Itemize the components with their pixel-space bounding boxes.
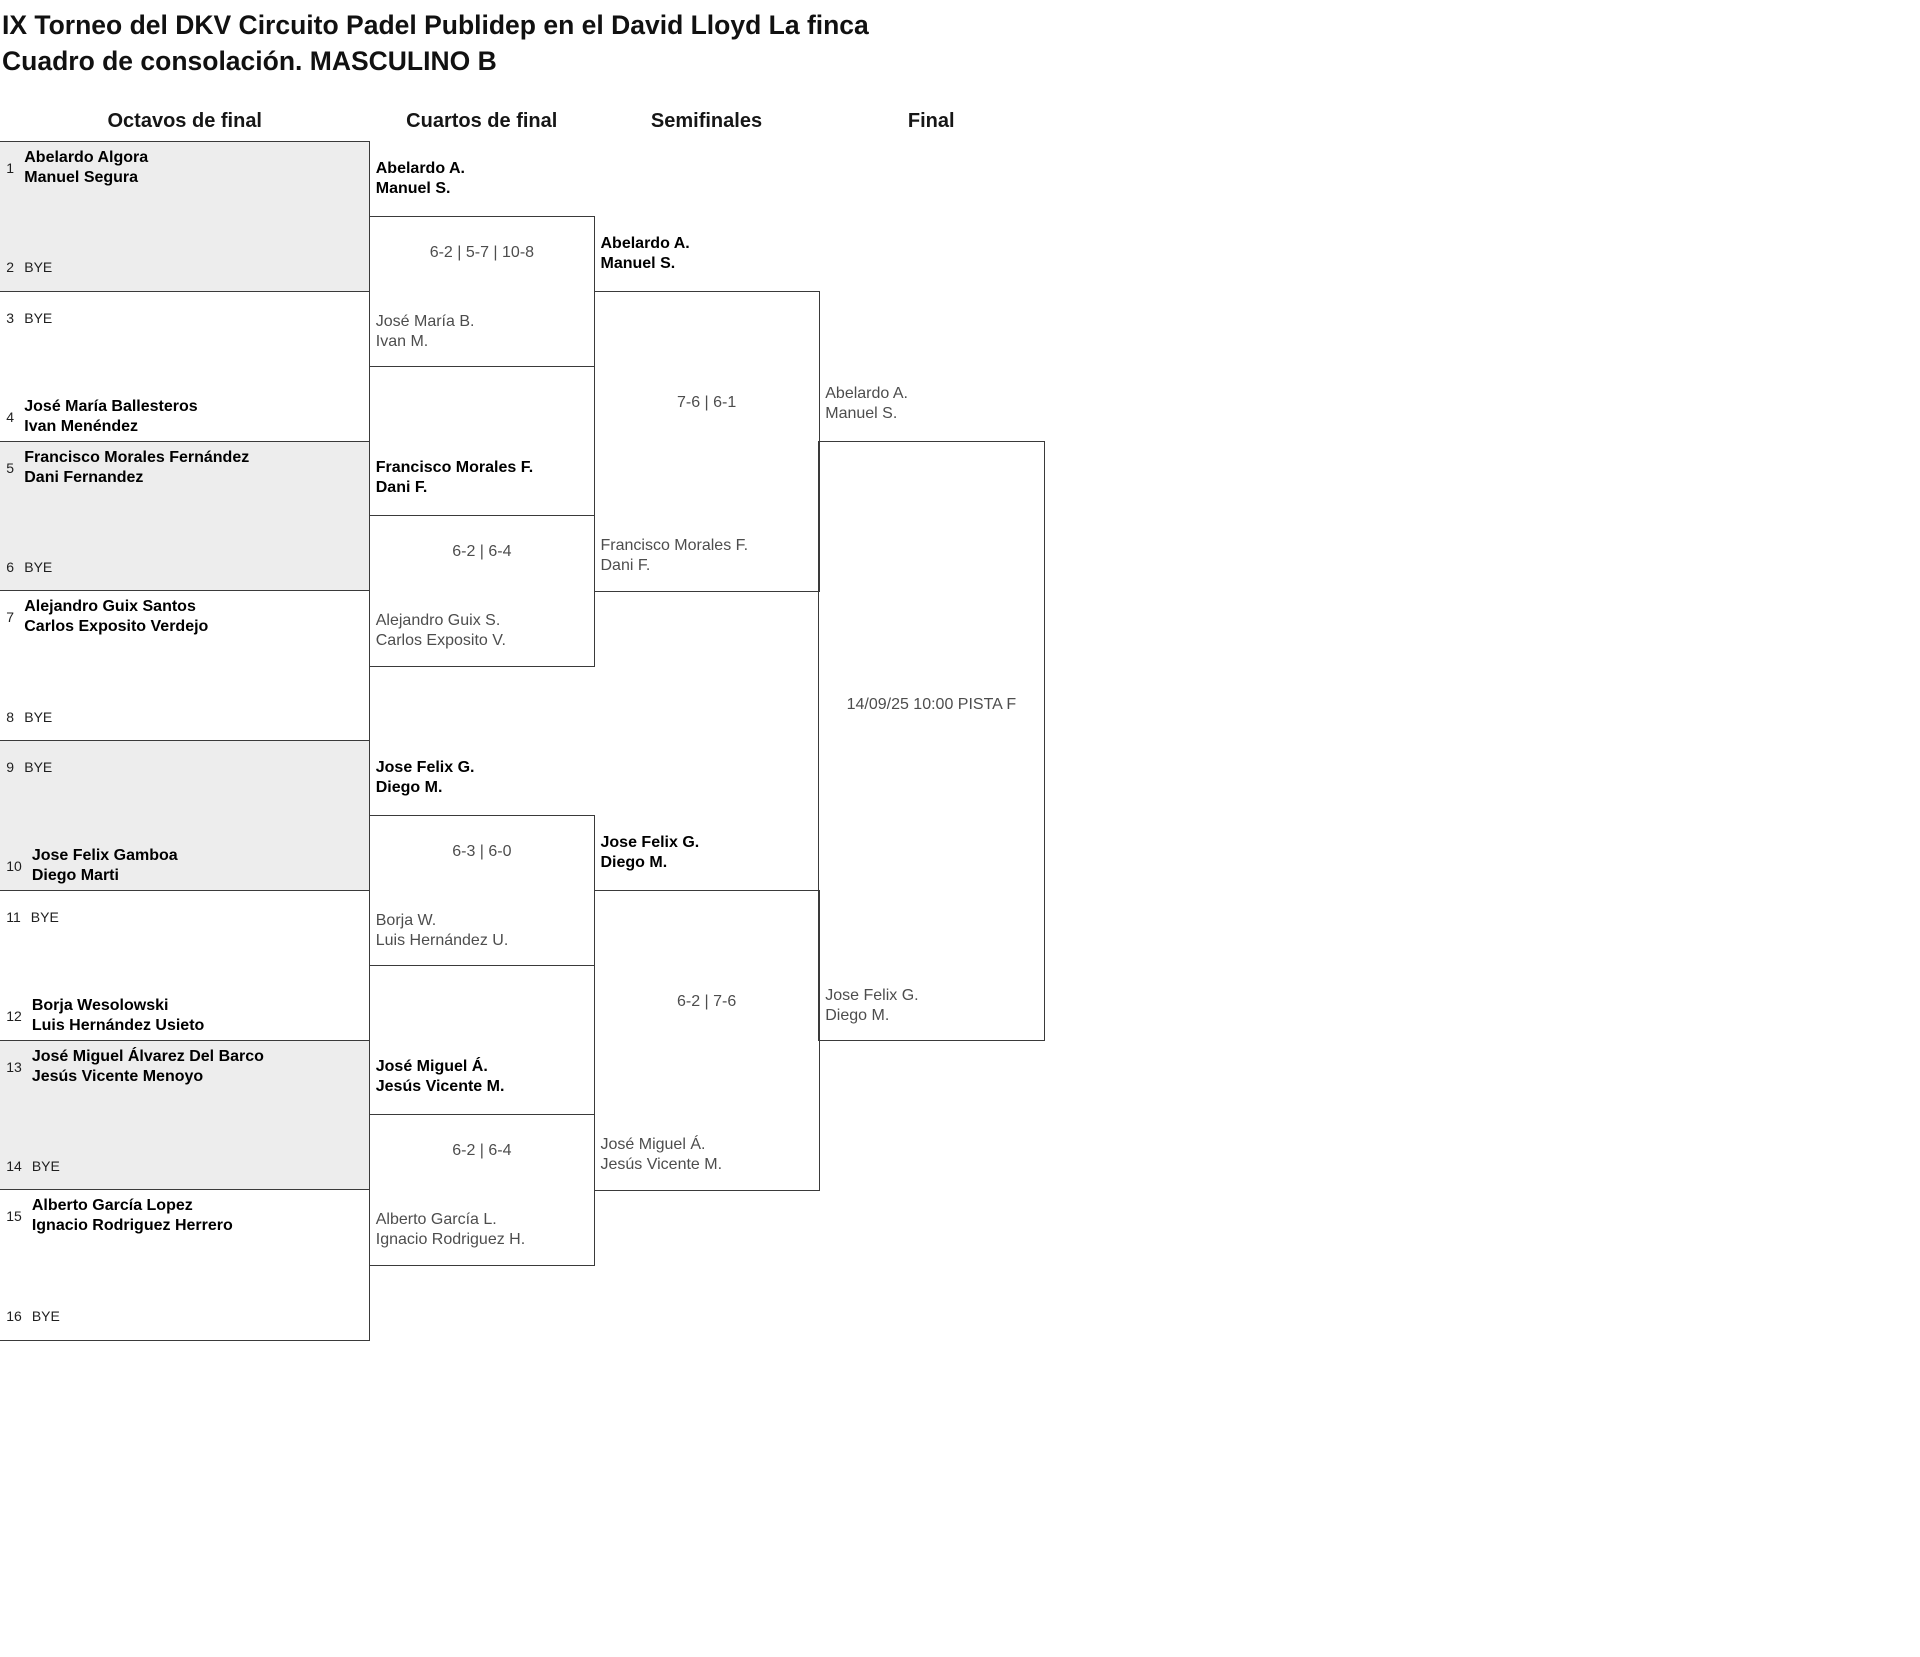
octavos-match-1: 1 Abelardo Algora Manuel Segura 2 BYE [0, 141, 371, 293]
octavos-match-3: 5 Francisco Morales Fernández Dani Ferna… [0, 440, 371, 592]
seed-number-9: 9 [6, 759, 15, 775]
team-name: Jose Felix G. Diego M. [825, 986, 919, 1024]
bracket-slot-7: 7 Alejandro Guix Santos Carlos Exposito … [0, 597, 369, 637]
round-header-final: Final [907, 110, 955, 132]
team-name-4: José María Ballesteros Ivan Menéndez [24, 398, 198, 435]
team-name-10: Jose Felix Gamboa Diego Marti [31, 847, 178, 885]
seed-number-16: 16 [6, 1307, 22, 1324]
team-name: Jose Felix G. Diego M. [600, 833, 700, 871]
bye-label-6: BYE [24, 558, 53, 575]
octavos-match-5: 9 BYE 10 Jose Felix Gamboa Diego Marti [0, 740, 371, 892]
bracket-slot-2: 2 BYE [0, 247, 369, 287]
seed-number-13: 13 [6, 1058, 22, 1075]
seed-number-7: 7 [6, 609, 15, 626]
bye-label-14: BYE [31, 1157, 60, 1174]
seed-number-4: 4 [6, 409, 15, 425]
title-line2: Cuadro de consolación. MASCULINO B [2, 46, 497, 76]
cuartos-match-1: Abelardo A. Manuel S. 6-2 | 5-7 | 10-8 J… [368, 160, 595, 368]
bye-label-2: BYE [24, 259, 53, 276]
team-name: Abelardo A. Manuel S. [375, 159, 465, 197]
match-score: 6-2 | 6-4 [452, 543, 512, 561]
bye-label-11: BYE [30, 908, 59, 925]
octavos-match-4: 7 Alejandro Guix Santos Carlos Exposito … [0, 590, 371, 742]
seed-number-6: 6 [6, 558, 15, 575]
seed-number-1: 1 [6, 160, 15, 176]
title-line1: IX Torneo del DKV Circuito Padel Publide… [2, 9, 869, 40]
seed-number-15: 15 [6, 1208, 22, 1225]
semifinal-match-1: Abelardo A. Manuel S. 7-6 | 6-1 Francisc… [593, 235, 820, 592]
team-name-5: Francisco Morales Fernández Dani Fernand… [24, 448, 250, 486]
match-score: 7-6 | 6-1 [676, 393, 737, 411]
semifinal-match-2: Jose Felix G. Diego M. 6-2 | 7-6 José Mi… [593, 834, 820, 1191]
match-score: 6-2 | 5-7 | 10-8 [429, 243, 535, 261]
team-name-1: Abelardo Algora Manuel Segura [24, 149, 149, 186]
bracket-slot-3: 3 BYE [0, 298, 369, 338]
octavos-match-6: 11 BYE 12 Borja Wesolowski Luis Hernánde… [0, 889, 371, 1041]
bracket-slot-14: 14 BYE [0, 1146, 369, 1186]
team-name: Alberto García L. Ignacio Rodriguez H. [375, 1211, 526, 1249]
seed-number-14: 14 [6, 1157, 22, 1174]
team-name-7: Alejandro Guix Santos Carlos Exposito Ve… [24, 598, 209, 636]
team-name: Abelardo A. Manuel S. [825, 384, 908, 422]
seed-number-8: 8 [6, 708, 15, 725]
seed-number-3: 3 [6, 309, 15, 326]
seed-number-2: 2 [6, 259, 15, 276]
seed-number-12: 12 [6, 1008, 22, 1024]
team-name: Francisco Morales F. Dani F. [600, 537, 749, 575]
bracket-slot-10: 10 Jose Felix Gamboa Diego Marti [0, 846, 369, 886]
bye-label-8: BYE [24, 708, 53, 725]
match-schedule: 14/09/25 10:00 PISTA F [846, 695, 1017, 713]
team-name: Abelardo A. Manuel S. [600, 234, 690, 272]
page-title: IX Torneo del DKV Circuito Padel Publide… [2, 7, 869, 80]
bye-label-3: BYE [24, 309, 53, 326]
team-name: Borja W. Luis Hernández U. [375, 911, 509, 949]
octavos-match-8: 15 Alberto García Lopez Ignacio Rodrigue… [0, 1189, 371, 1341]
team-name: José Miguel Á. Jesús Vicente M. [600, 1136, 723, 1174]
team-name: Francisco Morales F. Dani F. [375, 459, 534, 497]
bracket-slot-9: 9 BYE [0, 747, 369, 787]
team-name: Alejandro Guix S. Carlos Exposito V. [375, 612, 506, 650]
match-score: 6-3 | 6-0 [452, 842, 512, 860]
seed-number-5: 5 [6, 459, 15, 476]
octavos-match-7: 13 José Miguel Álvarez Del Barco Jesús V… [0, 1039, 371, 1191]
cuartos-match-2: Francisco Morales F. Dani F. 6-2 | 6-4 A… [368, 459, 595, 667]
team-name-12: Borja Wesolowski Luis Hernández Usieto [31, 997, 205, 1034]
team-name: José María B. Ivan M. [375, 312, 475, 350]
octavos-match-2: 3 BYE 4 José María Ballesteros Ivan Mené… [0, 290, 371, 442]
bracket-slot-8: 8 BYE [0, 697, 369, 737]
team-name: Jose Felix G. Diego M. [375, 758, 475, 796]
bracket-slot-6: 6 BYE [0, 547, 369, 587]
bracket-slot-11: 11 BYE [0, 897, 369, 937]
bye-label-16: BYE [31, 1307, 60, 1324]
round-header-semifinales: Semifinales [650, 110, 763, 132]
bracket-slot-15: 15 Alberto García Lopez Ignacio Rodrigue… [0, 1196, 369, 1236]
bracket-slot-13: 13 José Miguel Álvarez Del Barco Jesús V… [0, 1047, 369, 1087]
bye-label-9: BYE [24, 759, 53, 775]
match-score: 6-2 | 6-4 [452, 1142, 512, 1160]
team-name: José Miguel Á. Jesús Vicente M. [375, 1058, 505, 1096]
team-name-15: Alberto García Lopez Ignacio Rodriguez H… [31, 1197, 233, 1235]
bracket-slot-4: 4 José María Ballesteros Ivan Menéndez [0, 397, 369, 437]
bracket-slot-16: 16 BYE [0, 1296, 369, 1336]
cuartos-match-4: José Miguel Á. Jesús Vicente M. 6-2 | 6-… [368, 1058, 595, 1266]
bracket-slot-12: 12 Borja Wesolowski Luis Hernández Usiet… [0, 996, 369, 1036]
round-header-cuartos: Cuartos de final [406, 110, 558, 132]
match-score: 6-2 | 7-6 [676, 992, 737, 1010]
bracket-slot-1: 1 Abelardo Algora Manuel Segura [0, 148, 369, 188]
team-name-13: José Miguel Álvarez Del Barco Jesús Vice… [31, 1047, 264, 1085]
final-match: Abelardo A. Manuel S. 14/09/25 10:00 PIS… [818, 385, 1045, 1041]
round-header-octavos: Octavos de final [107, 110, 263, 132]
cuartos-match-3: Jose Felix G. Diego M. 6-3 | 6-0 Borja W… [368, 759, 595, 967]
seed-number-10: 10 [6, 858, 22, 875]
bracket-slot-5: 5 Francisco Morales Fernández Dani Ferna… [0, 448, 369, 488]
seed-number-11: 11 [6, 908, 21, 925]
